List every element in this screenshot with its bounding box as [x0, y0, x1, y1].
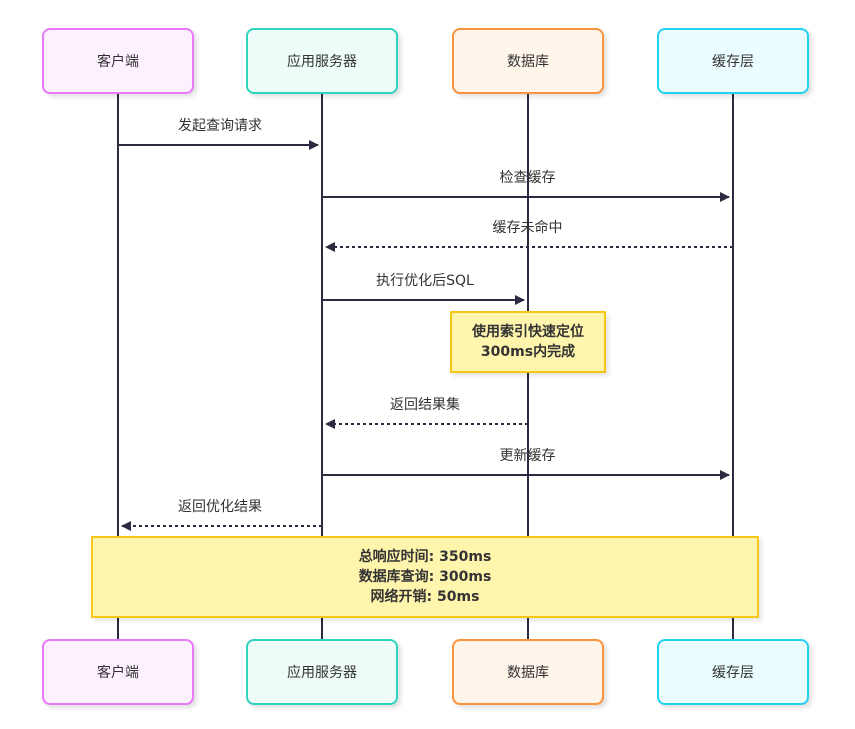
actor-label: 数据库 — [507, 665, 549, 681]
message-label: 更新缓存 — [499, 448, 556, 464]
message-label: 缓存未命中 — [492, 220, 563, 236]
summary-network: 网络开销: 50ms — [370, 589, 480, 605]
summary-total-time: 总响应时间: 350ms — [358, 549, 492, 565]
summary-note: 总响应时间: 350ms 数据库查询: 300ms 网络开销: 50ms — [91, 536, 759, 618]
message-label: 返回优化结果 — [178, 499, 262, 515]
db-note-line-1: 使用索引快速定位 — [472, 324, 584, 340]
actor-client-bottom: 客户端 — [42, 639, 194, 705]
message-label: 执行优化后SQL — [376, 273, 474, 289]
db-index-note: 使用索引快速定位 300ms内完成 — [450, 311, 606, 373]
actor-app-top: 应用服务器 — [246, 28, 398, 94]
actor-label: 数据库 — [507, 54, 549, 70]
actor-label: 客户端 — [97, 665, 139, 681]
actor-client-top: 客户端 — [42, 28, 194, 94]
summary-db-query: 数据库查询: 300ms — [358, 569, 492, 585]
actor-cache-bottom: 缓存层 — [657, 639, 809, 705]
actor-label: 客户端 — [97, 54, 139, 70]
actor-cache-top: 缓存层 — [657, 28, 809, 94]
message-label: 检查缓存 — [499, 170, 556, 186]
actor-db-top: 数据库 — [452, 28, 604, 94]
actor-label: 缓存层 — [712, 54, 754, 70]
actor-label: 应用服务器 — [287, 54, 357, 70]
db-note-line-2: 300ms内完成 — [480, 344, 576, 360]
actor-label: 缓存层 — [712, 665, 754, 681]
message-label: 发起查询请求 — [178, 118, 262, 134]
actor-db-bottom: 数据库 — [452, 639, 604, 705]
message-label: 返回结果集 — [390, 397, 460, 413]
actor-label: 应用服务器 — [287, 665, 357, 681]
actor-app-bottom: 应用服务器 — [246, 639, 398, 705]
